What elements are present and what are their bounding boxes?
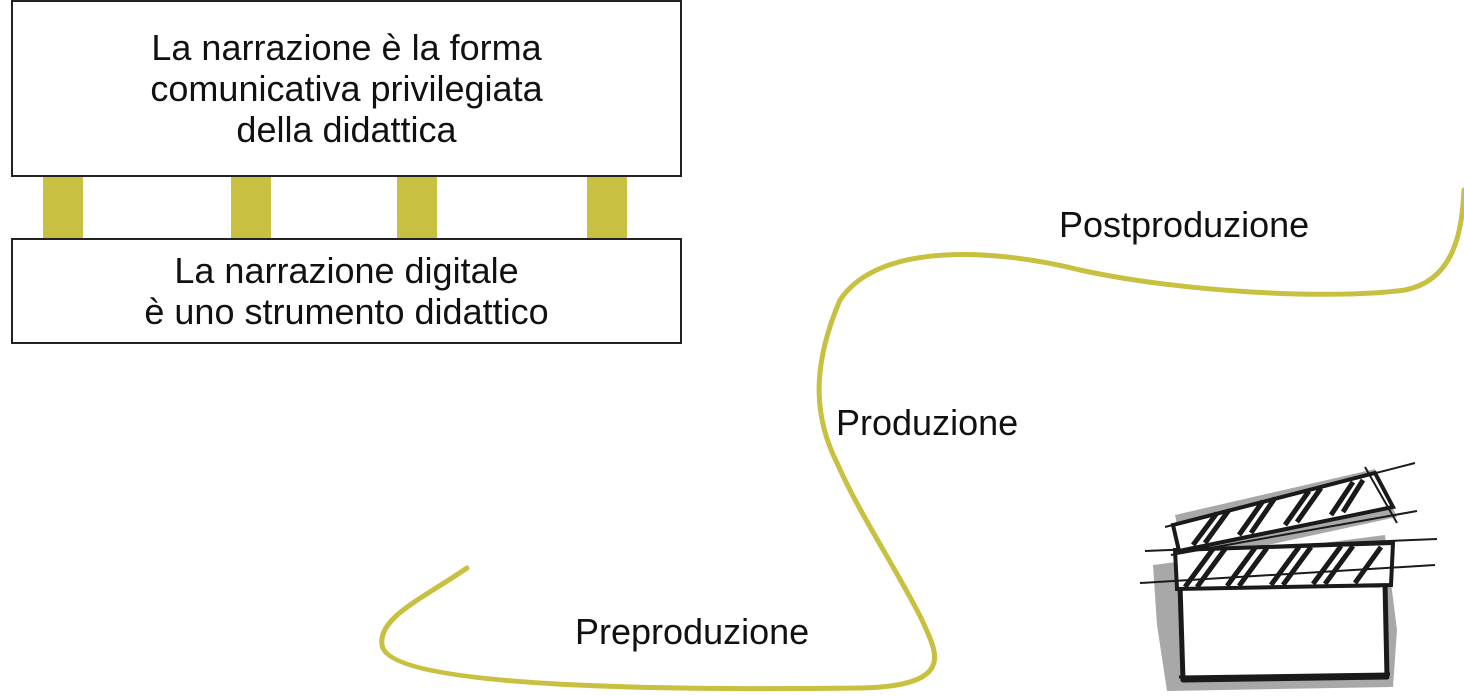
pillar-top-box: La narrazione è la forma comunicativa pr… (11, 0, 682, 177)
pillar-column (397, 177, 437, 238)
pillar-base-box: La narrazione digitale è uno strumento d… (11, 238, 682, 344)
pillar-base-line-2: è uno strumento didattico (144, 291, 549, 332)
pillar-column (587, 177, 627, 238)
pillar-top-line-2: comunicativa privilegiata (150, 68, 543, 109)
phase-label-postproduction: Postproduzione (1059, 204, 1310, 245)
pillar-column (43, 177, 83, 238)
pillar-base-line-1: La narrazione digitale (174, 250, 519, 291)
pillar-top-line-1: La narrazione è la forma (151, 27, 542, 68)
pillar-top-line-3: della didattica (236, 109, 457, 150)
clapperboard-icon (1139, 462, 1438, 691)
phase-label-preproduction: Preproduzione (575, 611, 810, 652)
phase-label-production: Produzione (836, 402, 1019, 443)
workflow-curve (379, 187, 1464, 692)
pillar-column (231, 177, 271, 238)
